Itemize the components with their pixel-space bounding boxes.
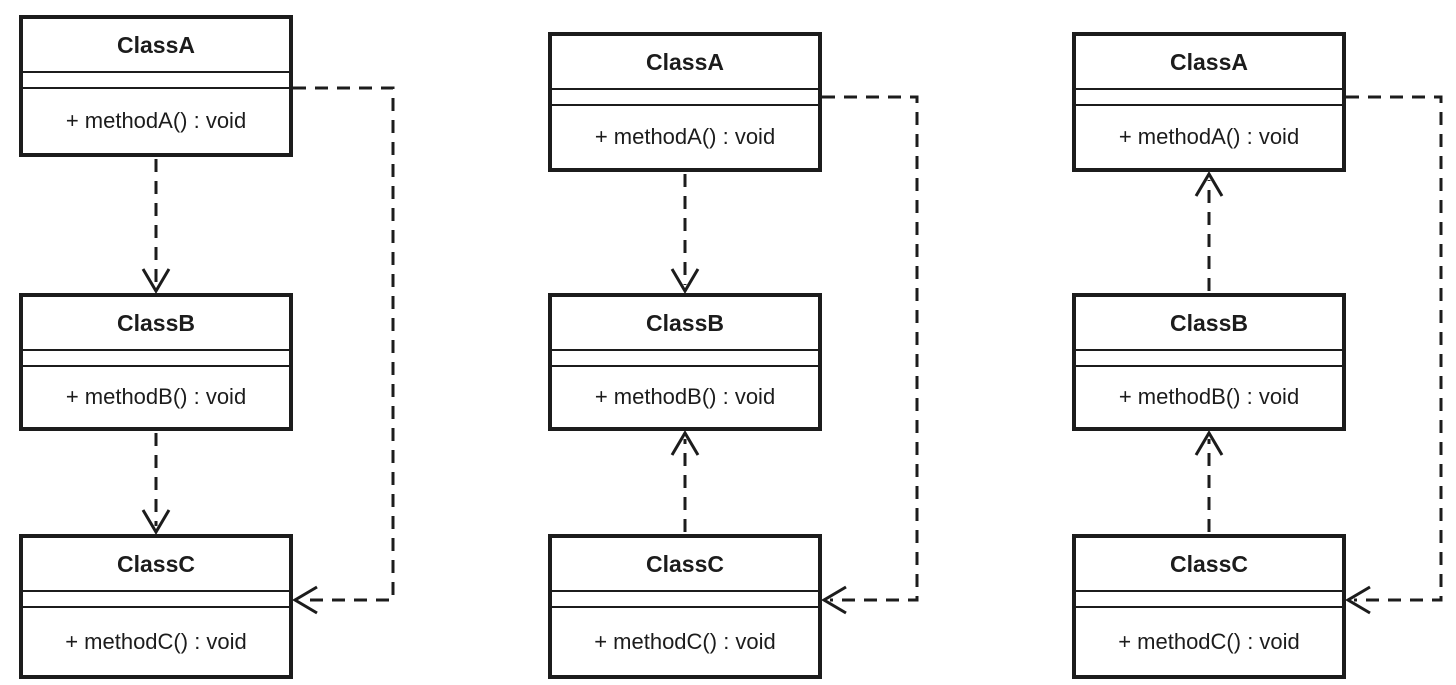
method-signature: + methodB() : void [1118, 384, 1300, 409]
class-name: ClassC [552, 538, 818, 592]
class-box-classc: ClassC + methodC() : void [19, 534, 293, 679]
class-box-classa: ClassA + methodA() : void [1072, 32, 1346, 172]
method-signature: + methodA() : void [65, 108, 247, 133]
class-box-classa: ClassA + methodA() : void [19, 15, 293, 157]
class-name: ClassA [552, 36, 818, 90]
class-box-classa: ClassA + methodA() : void [548, 32, 822, 172]
class-name: ClassB [552, 297, 818, 351]
class-name: ClassB [23, 297, 289, 351]
class-box-classb: ClassB + methodB() : void [548, 293, 822, 431]
class-box-classb: ClassB + methodB() : void [19, 293, 293, 431]
method-signature: + methodC() : void [594, 628, 776, 654]
attributes-compartment [23, 351, 289, 367]
class-box-classc: ClassC + methodC() : void [548, 534, 822, 679]
class-name: ClassA [1076, 36, 1342, 90]
class-name: ClassC [23, 538, 289, 592]
method-signature: + methodB() : void [594, 384, 776, 409]
attributes-compartment [1076, 592, 1342, 608]
attributes-compartment [552, 592, 818, 608]
method-signature: + methodA() : void [1118, 124, 1300, 149]
method-signature: + methodC() : void [1118, 628, 1300, 654]
class-box-classc: ClassC + methodC() : void [1072, 534, 1346, 679]
attributes-compartment [1076, 351, 1342, 367]
class-box-classb: ClassB + methodB() : void [1072, 293, 1346, 431]
class-name: ClassB [1076, 297, 1342, 351]
attributes-compartment [1076, 90, 1342, 106]
attributes-compartment [23, 592, 289, 608]
class-name: ClassA [23, 19, 289, 73]
attributes-compartment [552, 351, 818, 367]
method-signature: + methodC() : void [65, 628, 247, 654]
method-signature: + methodA() : void [594, 124, 776, 149]
class-name: ClassC [1076, 538, 1342, 592]
attributes-compartment [23, 73, 289, 89]
attributes-compartment [552, 90, 818, 106]
method-signature: + methodB() : void [65, 384, 247, 409]
